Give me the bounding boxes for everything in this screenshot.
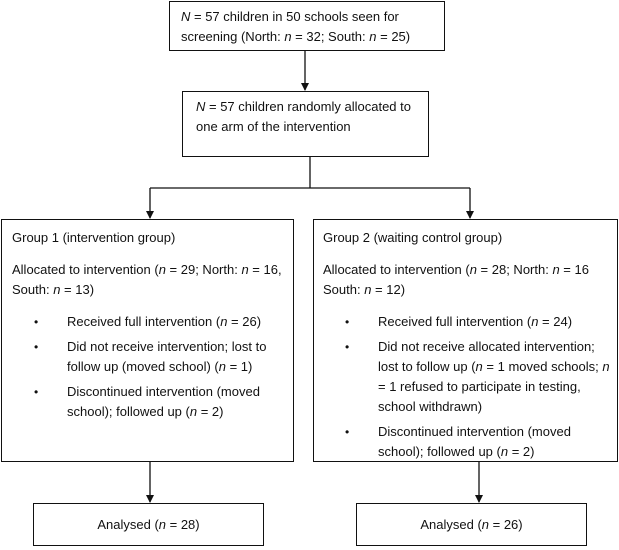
group2-title: Group 2 (waiting control group) — [323, 230, 503, 245]
bullet-icon: • — [34, 315, 39, 329]
group1-outcome-list: •Received full intervention (n = 26) •Di… — [12, 312, 287, 422]
screening-line-1: N = 57 children in 50 schools seen for — [181, 9, 399, 24]
group2-box: Group 2 (waiting control group) Allocate… — [313, 219, 618, 462]
bullet-icon: • — [345, 315, 350, 329]
analysed-group1-box: Analysed (n = 28) — [33, 503, 264, 546]
list-item: •Discontinued intervention (moved school… — [345, 424, 571, 459]
group1-allocation: Allocated to intervention (n = 29; North… — [12, 262, 282, 297]
screening-box: N = 57 children in 50 schools seen for s… — [169, 1, 445, 51]
allocation-line-2: one arm of the intervention — [196, 119, 351, 134]
list-item: •Discontinued intervention (moved school… — [34, 384, 260, 419]
allocation-line-1: N = 57 children randomly allocated to — [196, 99, 411, 114]
bullet-icon: • — [34, 385, 39, 399]
bullet-icon: • — [34, 340, 39, 354]
group2-outcome-list: •Received full intervention (n = 24) •Di… — [323, 312, 611, 462]
analysed-group1-label: Analysed (n = 28) — [97, 517, 200, 532]
list-item: •Did not receive allocated intervention;… — [345, 339, 610, 414]
list-item: •Received full intervention (n = 24) — [323, 312, 611, 332]
list-item: •Did not receive intervention; lost to f… — [34, 339, 267, 374]
group2-allocation: Allocated to intervention (n = 28; North… — [323, 262, 589, 297]
group1-box: Group 1 (intervention group) Allocated t… — [1, 219, 294, 462]
list-item: •Received full intervention (n = 26) — [12, 312, 287, 332]
bullet-icon: • — [345, 425, 350, 439]
bullet-icon: • — [345, 340, 350, 354]
group1-title: Group 1 (intervention group) — [12, 230, 176, 245]
analysed-group2-box: Analysed (n = 26) — [356, 503, 587, 546]
screening-line-2: screening (North: n = 32; South: n = 25) — [181, 29, 411, 44]
analysed-group2-label: Analysed (n = 26) — [420, 517, 523, 532]
allocation-box: N = 57 children randomly allocated to on… — [182, 91, 429, 157]
